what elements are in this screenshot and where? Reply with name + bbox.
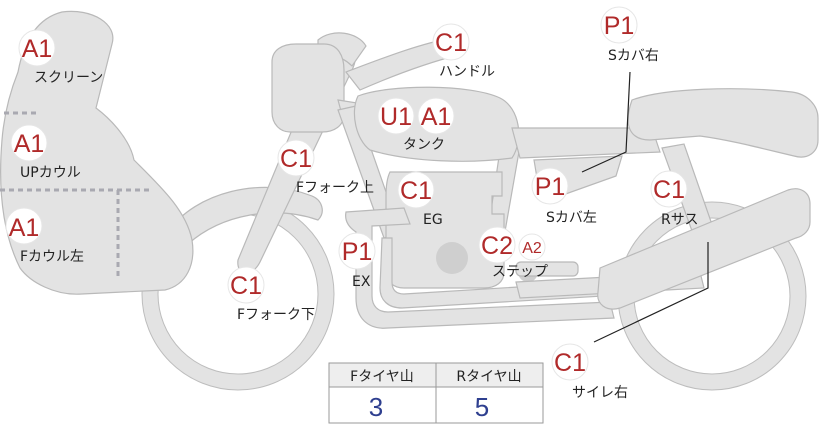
leader-line-s-cover-right [581, 71, 631, 173]
label-screen: スクリーン [34, 70, 103, 86]
table-header-front-tread: Fタイヤ山 [350, 369, 414, 385]
label-eg: EG [423, 212, 443, 228]
part-up-cowl[interactable]: A1 UPカウル [10, 124, 81, 181]
part-handle[interactable]: C1 ハンドル [432, 23, 495, 80]
grade-step-1: C2 [481, 232, 513, 260]
label-silencer-right: サイレ右 [572, 385, 628, 401]
grade-silencer-right: C1 [554, 349, 586, 377]
grade-step-2: A2 [522, 240, 542, 257]
label-s-cover-right: Sカバ右 [608, 48, 659, 64]
label-f-cowl-left: Fカウル左 [20, 249, 84, 265]
label-r-sus: Rサス [661, 212, 698, 228]
silencer [597, 188, 811, 310]
label-step: ステップ [492, 264, 548, 280]
grade-screen: A1 [22, 35, 53, 63]
grade-eg: C1 [400, 177, 432, 205]
grade-f-fork-lower: C1 [230, 272, 262, 300]
part-eg[interactable]: C1 EG [397, 171, 443, 228]
label-tank: タンク [403, 137, 445, 153]
headlight [271, 43, 345, 133]
grade-handle: C1 [435, 29, 467, 57]
exhaust-pipe [345, 207, 615, 329]
label-up-cowl: UPカウル [20, 165, 81, 181]
leader-line-silencer-right [593, 242, 709, 343]
part-f-fork-lower[interactable]: C1 Fフォーク下 [227, 266, 315, 323]
part-tank[interactable]: U1 A1 タンク [377, 97, 455, 153]
label-f-fork-lower: Fフォーク下 [237, 307, 315, 323]
part-r-sus[interactable]: C1 Rサス [650, 170, 698, 228]
label-s-cover-left: Sカバ左 [546, 210, 597, 226]
engine-cover [436, 242, 468, 274]
grade-f-fork-upper: C1 [280, 145, 312, 173]
table-value-rear-tread: 5 [475, 392, 489, 422]
part-f-fork-upper[interactable]: C1 Fフォーク上 [277, 139, 374, 196]
label-handle: ハンドル [439, 64, 495, 80]
part-ex[interactable]: P1 EX [338, 232, 376, 290]
tail-cowl [627, 88, 819, 158]
part-silencer-right[interactable]: C1 サイレ右 [551, 343, 628, 401]
tire-tread-table: Fタイヤ山 Rタイヤ山 3 5 [328, 362, 544, 424]
grade-f-cowl-left: A1 [9, 214, 40, 242]
grade-tank-2: A1 [421, 103, 452, 131]
label-f-fork-upper: Fフォーク上 [296, 180, 374, 196]
grade-ex: P1 [342, 238, 373, 266]
grade-tank-1: U1 [380, 103, 412, 131]
label-ex: EX [352, 274, 371, 290]
step-bar [515, 261, 579, 277]
table-value-front-tread: 3 [369, 392, 383, 422]
grade-s-cover-left: P1 [535, 173, 566, 201]
part-step[interactable]: C2 A2 ステップ [478, 226, 548, 280]
part-s-cover-left[interactable]: P1 Sカバ左 [531, 167, 597, 226]
grade-s-cover-right: P1 [604, 12, 635, 40]
grade-r-sus: C1 [653, 176, 685, 204]
part-f-cowl-left[interactable]: A1 Fカウル左 [5, 207, 84, 265]
front-cowl [0, 10, 194, 295]
table-header-rear-tread: Rタイヤ山 [456, 369, 521, 385]
part-screen[interactable]: A1 スクリーン [18, 29, 103, 86]
grade-up-cowl: A1 [14, 130, 45, 158]
part-s-cover-right[interactable]: P1 Sカバ右 [600, 6, 659, 64]
seat [511, 127, 661, 159]
